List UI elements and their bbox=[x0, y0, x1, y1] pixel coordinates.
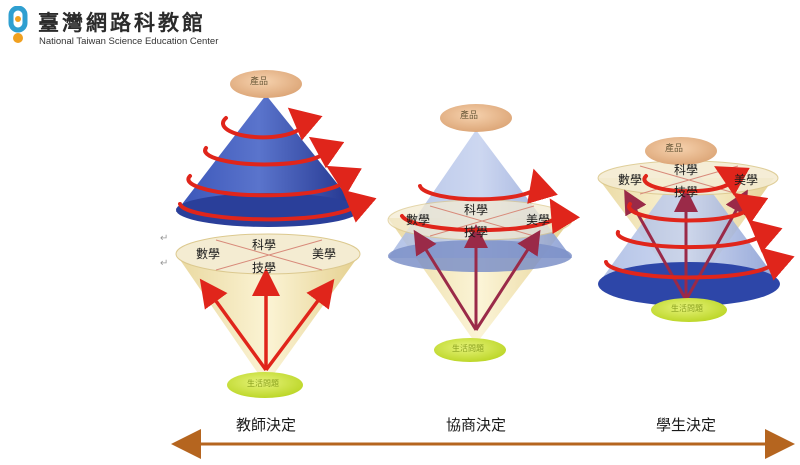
negotiate-cone-base bbox=[388, 240, 572, 272]
negotiate-product-bubble bbox=[440, 104, 512, 132]
student-red-loops bbox=[604, 166, 795, 281]
negotiate-technology-label: 技學 bbox=[464, 225, 489, 239]
teacher-math-label: 數學 bbox=[196, 247, 221, 261]
student-product-bubble bbox=[645, 137, 717, 165]
negotiate-up-arrows bbox=[413, 224, 541, 331]
diagram-negotiate bbox=[387, 104, 580, 362]
stage-negotiate-label: 協商決定 bbox=[445, 416, 506, 434]
teacher-up-arrows bbox=[199, 268, 335, 372]
student-art-label: 美學 bbox=[734, 173, 759, 187]
teacher-life-bubble bbox=[227, 372, 303, 398]
teacher-technology-label: 技學 bbox=[252, 261, 277, 275]
stage-student-label: 學生決定 bbox=[655, 416, 716, 434]
teacher-product-bubble bbox=[230, 70, 302, 98]
site-subtitle: National Taiwan Science Education Center bbox=[39, 36, 219, 47]
teacher-cone-base bbox=[176, 193, 360, 227]
teacher-red-loops bbox=[178, 107, 377, 223]
negotiate-math-label: 數學 bbox=[406, 213, 431, 227]
teacher-blue-cone bbox=[176, 95, 360, 212]
site-title: 臺灣網路科教館 bbox=[38, 11, 206, 35]
student-life-bubble bbox=[651, 298, 727, 322]
negotiate-life-bubble bbox=[434, 338, 506, 362]
student-technology-label: 技學 bbox=[674, 185, 699, 199]
return-mark-1: ↵ bbox=[160, 233, 169, 244]
stage-teacher-label: 教師決定 bbox=[235, 416, 296, 434]
student-product-label: 產品 bbox=[665, 144, 684, 154]
diagram-teacher bbox=[175, 70, 377, 398]
teacher-science-label: 科學 bbox=[252, 238, 277, 252]
teacher-life-label: 生活問題 bbox=[247, 379, 279, 388]
nstec-logo-icon bbox=[8, 6, 28, 43]
teacher-art-label: 美學 bbox=[312, 247, 337, 261]
negotiate-science-label: 科學 bbox=[464, 203, 489, 217]
diagram-student bbox=[597, 137, 795, 322]
negotiate-art-label: 美學 bbox=[526, 213, 551, 227]
teacher-product-label: 產品 bbox=[250, 77, 269, 87]
student-life-label: 生活問題 bbox=[671, 304, 703, 313]
site-header: 臺灣網路科教館 National Taiwan Science Educatio… bbox=[8, 6, 268, 52]
negotiate-life-label: 生活問題 bbox=[452, 344, 484, 353]
negotiate-red-loops bbox=[400, 168, 580, 234]
student-science-label: 科學 bbox=[674, 163, 699, 177]
negotiate-product-label: 產品 bbox=[460, 111, 479, 121]
return-mark-2: ↵ bbox=[160, 258, 169, 269]
student-math-label: 數學 bbox=[618, 173, 643, 187]
